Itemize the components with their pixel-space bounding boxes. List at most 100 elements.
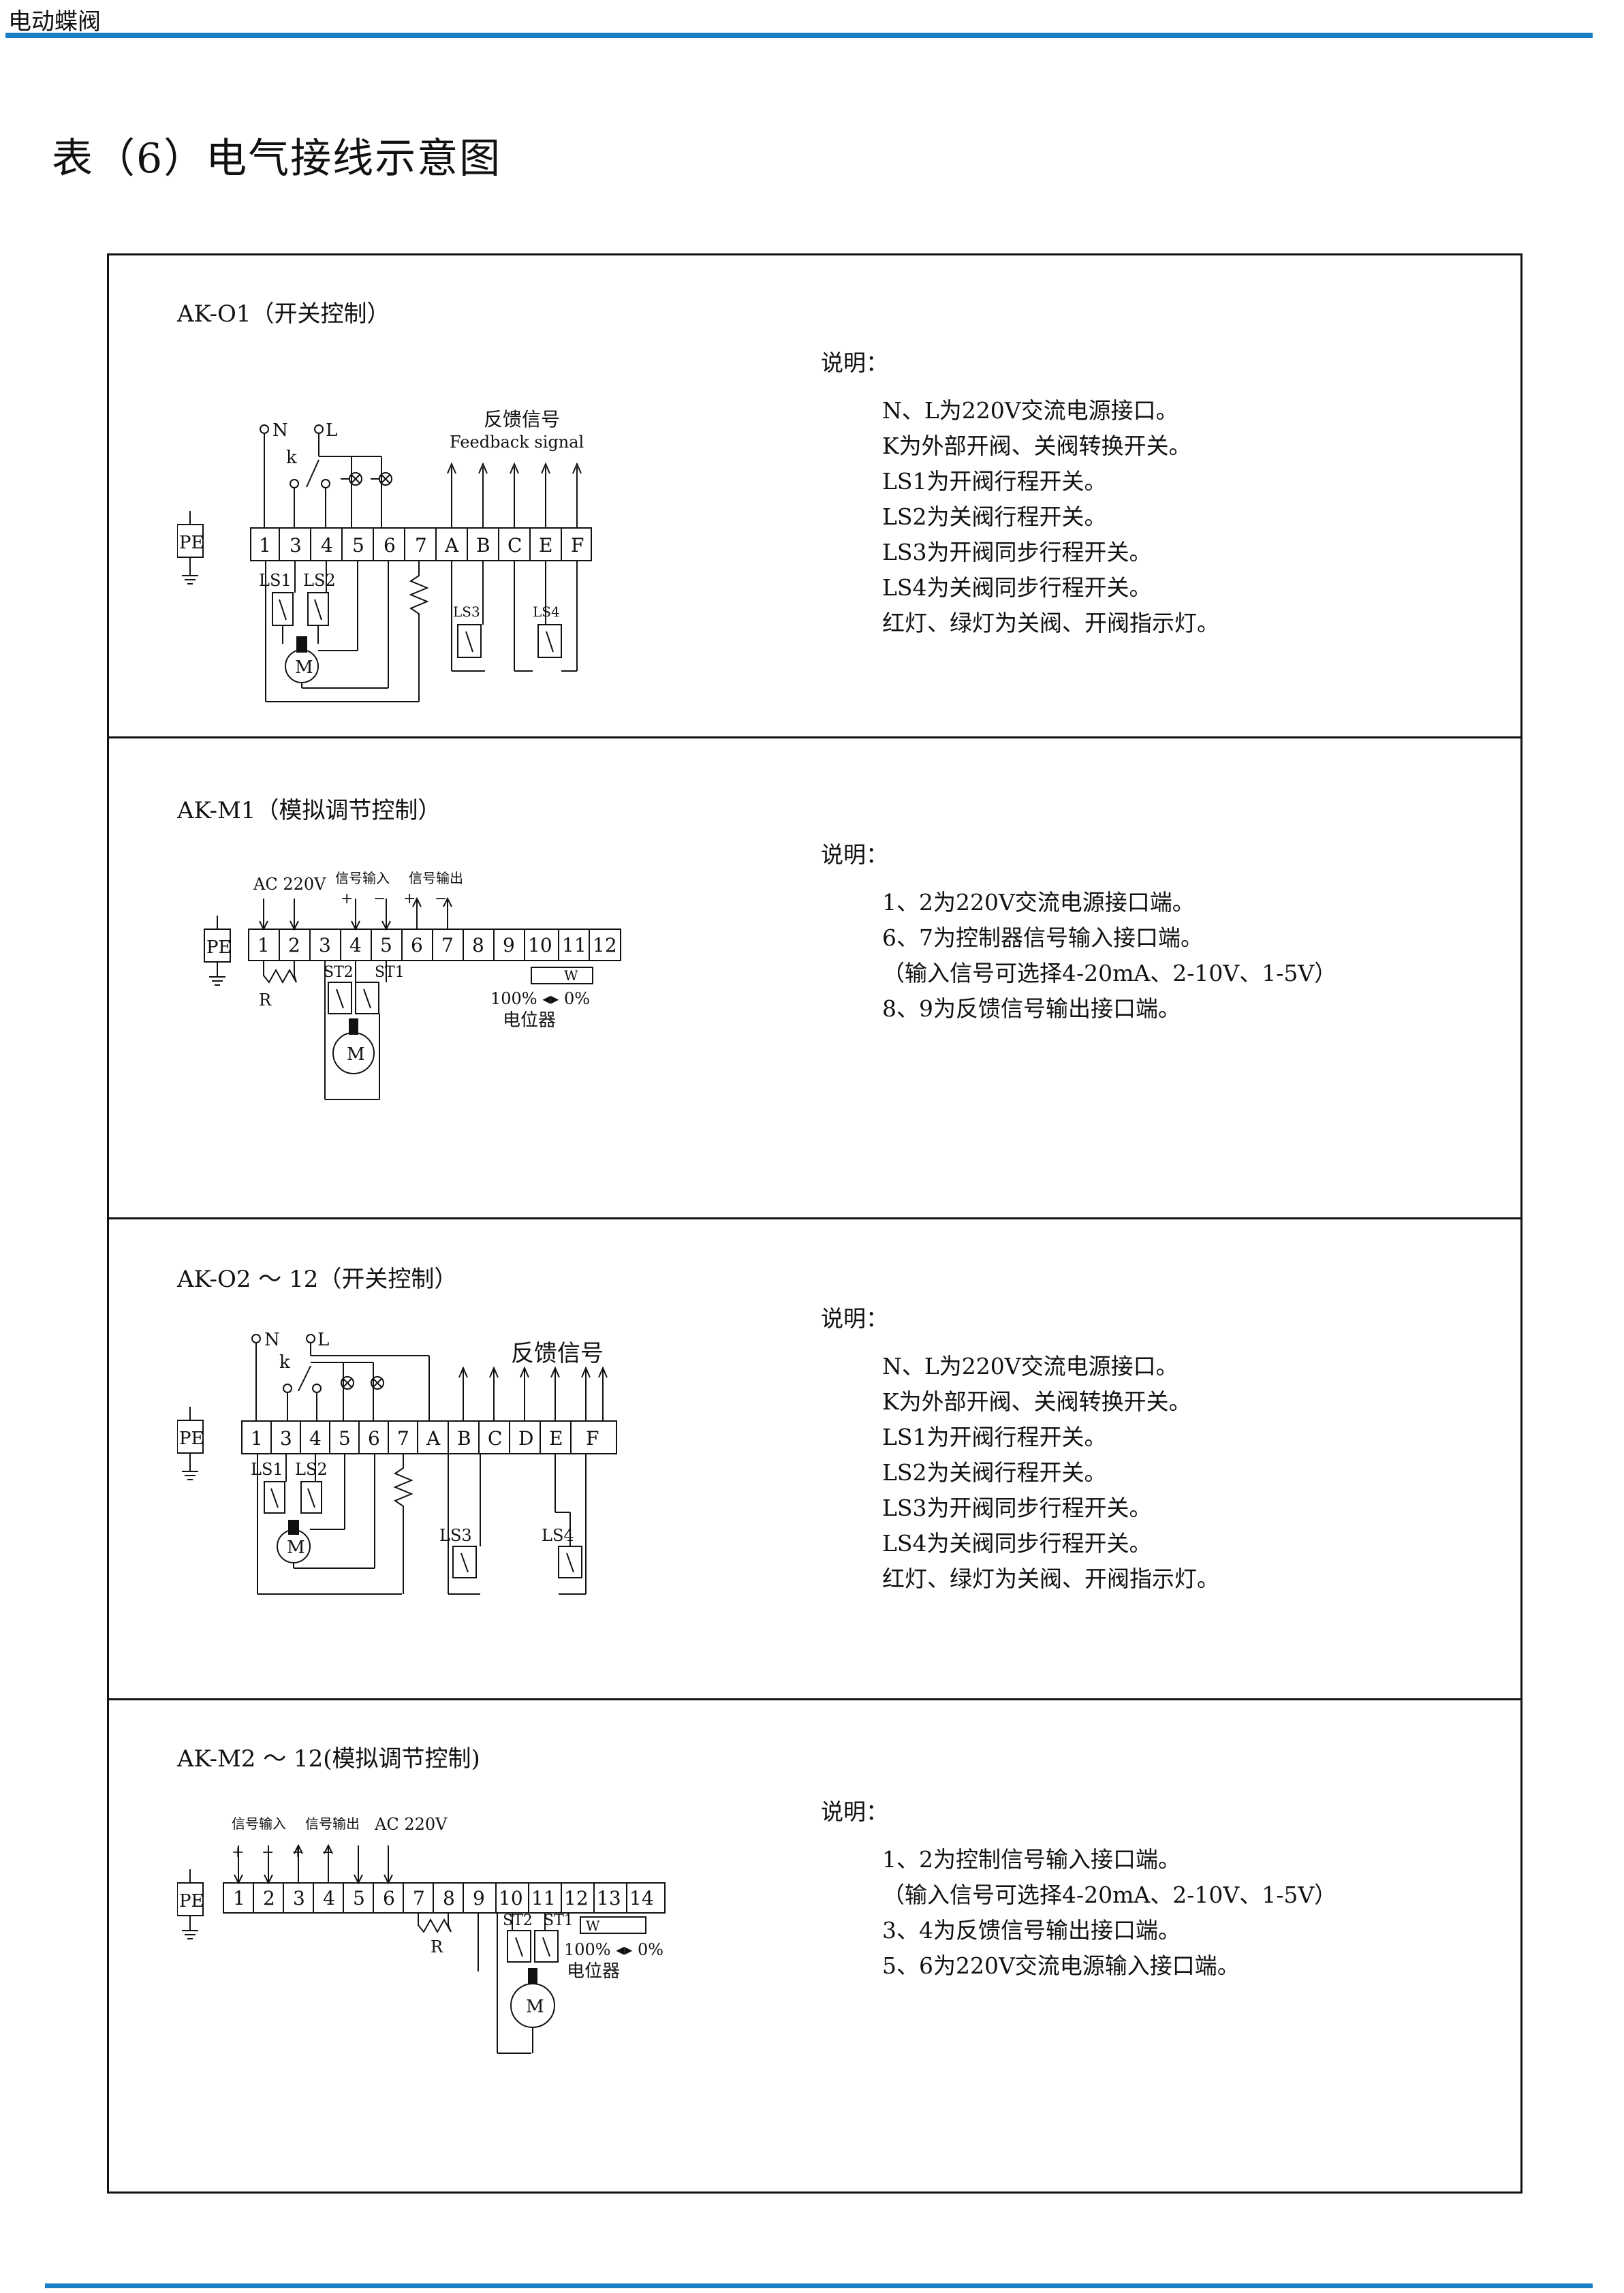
terminal-strip [248,929,621,961]
svg-text:C: C [507,534,522,557]
svg-text:R: R [259,990,272,1010]
svg-text:LS1: LS1 [251,1460,283,1479]
svg-text:10: 10 [528,934,552,956]
svg-text:LS4: LS4 [542,1526,574,1545]
note-item: LS2为关阀行程开关。 [882,1459,1107,1486]
wiring-table: AK-O1（开关控制） PE 1 3 4 5 6 7 [107,253,1522,2194]
svg-text:反馈信号: 反馈信号 [511,1340,604,1367]
section-ak-m2-12: AK-M2 ～ 12(模拟调节控制) PE 信号输入 信号输出 AC 220V … [109,1698,1520,2191]
svg-text:11: 11 [562,934,587,956]
svg-text:4: 4 [321,534,333,557]
svg-text:6: 6 [383,1887,395,1909]
svg-text:E: E [539,534,552,557]
svg-text:12: 12 [593,934,617,956]
k-switch [306,459,319,488]
footer-rule [45,2283,1593,2288]
svg-text:3: 3 [290,534,302,557]
l-terminal [314,424,324,434]
svg-text:100% ◂▸ 0%: 100% ◂▸ 0% [564,1940,663,1959]
notes-ak-o2-12: 说明： N、L为220V交流电源接口。 K为外部开阀、关阀转换开关。 LS1为开… [821,1301,1219,1597]
svg-text:5: 5 [352,534,364,557]
svg-text:N: N [272,420,288,441]
svg-text:F: F [571,534,584,557]
svg-text:13: 13 [597,1887,621,1909]
svg-text:信号输出: 信号输出 [409,870,463,886]
svg-text:+: + [341,890,353,907]
note-item: 1、2为控制信号输入接口端。 [882,1846,1181,1873]
svg-text:7: 7 [415,534,427,557]
svg-text:PE: PE [206,937,231,958]
note-item: 6、7为控制器信号输入接口端。 [882,924,1203,951]
ls3-switch [457,624,482,658]
model-label: AK-O1（开关控制） [177,300,390,328]
svg-text:1: 1 [251,1427,263,1450]
svg-text:LS3: LS3 [453,604,480,620]
note-item: LS1为开阀行程开关。 [882,468,1107,495]
note-item: N、L为220V交流电源接口。 [882,1353,1178,1379]
notes-ak-o1: 说明： N、L为220V交流电源接口。 K为外部开阀、关阀转换开关。 LS1为开… [821,345,1219,641]
svg-text:电位器: 电位器 [567,1961,620,1982]
svg-text:ST2: ST2 [503,1912,533,1929]
svg-text:2: 2 [288,934,300,956]
svg-text:LS2: LS2 [295,1460,328,1479]
svg-text:6: 6 [368,1427,380,1450]
motor [332,1032,375,1074]
section-ak-m1: AK-M1（模拟调节控制） PE AC 220V 信号输入 信号输出 1 2 3 [109,736,1520,1217]
svg-text:W: W [564,967,578,984]
svg-text:PE: PE [179,1429,204,1449]
potentiometer [531,967,593,984]
section-ak-o1: AK-O1（开关控制） PE 1 3 4 5 6 7 [109,255,1520,736]
svg-text:4: 4 [309,1427,322,1450]
pe-label: PE [179,533,204,553]
svg-text:M: M [295,657,313,678]
terminal-strip [250,527,592,561]
note-item: 红灯、绿灯为关阀、开阀指示灯。 [882,1565,1219,1592]
note-item: K为外部开阀、关阀转换开关。 [882,1388,1191,1415]
terminal-labels: 1 3 4 5 6 7 A B C E F [259,534,584,557]
svg-text:信号输入: 信号输入 [232,1815,286,1832]
header-rule [5,33,1593,38]
note-item: LS4为关阀同步行程开关。 [882,1530,1152,1557]
note-item: （输入信号可选择4-20mA、2-10V、1-5V） [882,1882,1337,1908]
svg-text:5: 5 [380,934,392,956]
svg-text:AC 220V: AC 220V [253,875,326,894]
svg-text:1: 1 [257,934,270,956]
svg-text:ST1: ST1 [544,1912,574,1929]
svg-text:E: E [549,1427,563,1450]
n-terminal [260,424,269,434]
svg-text:LS3: LS3 [439,1526,472,1545]
svg-text:8: 8 [472,934,484,956]
svg-text:9: 9 [503,934,515,956]
note-item: 3、4为反馈信号输出接口端。 [882,1917,1181,1944]
svg-text:F: F [586,1427,599,1450]
svg-text:6: 6 [384,534,396,557]
svg-text:3: 3 [280,1427,292,1450]
svg-text:R: R [431,1937,443,1956]
svg-text:A: A [444,534,459,557]
model-label: AK-M2 ～ 12(模拟调节控制) [177,1745,480,1773]
svg-text:1: 1 [233,1887,245,1909]
svg-text:k: k [286,448,297,468]
svg-text:4: 4 [323,1887,335,1909]
svg-text:5: 5 [353,1887,365,1909]
svg-text:AC 220V: AC 220V [374,1815,448,1834]
note-item: 红灯、绿灯为关阀、开阀指示灯。 [882,610,1219,636]
resistor [409,561,429,702]
notes-ak-m2-12: 说明： 1、2为控制信号输入接口端。 （输入信号可选择4-20mA、2-10V、… [821,1794,1337,1984]
svg-text:−: − [373,890,386,907]
svg-text:+: + [232,1844,244,1861]
svg-text:M: M [287,1538,305,1558]
svg-text:−: − [322,1844,334,1861]
note-item: 8、9为反馈信号输出接口端。 [882,995,1181,1022]
wiring-diagram-ak-o1: PE 1 3 4 5 6 7 A B C E [177,408,592,702]
st1-switch [355,982,379,1014]
svg-text:3: 3 [319,934,331,956]
section-ak-o2-12: AK-O2 ～ 12（开关控制） PE 1 3 4 5 6 7 [109,1217,1520,1698]
note-item: K为外部开阀、关阀转换开关。 [882,433,1191,459]
svg-text:100% ◂▸ 0%: 100% ◂▸ 0% [490,989,590,1008]
svg-text:−: − [262,1844,274,1861]
note-item: LS3为开阀同步行程开关。 [882,1495,1152,1521]
svg-text:+: + [292,1844,304,1861]
svg-text:4: 4 [349,934,362,956]
svg-text:L: L [326,420,337,441]
